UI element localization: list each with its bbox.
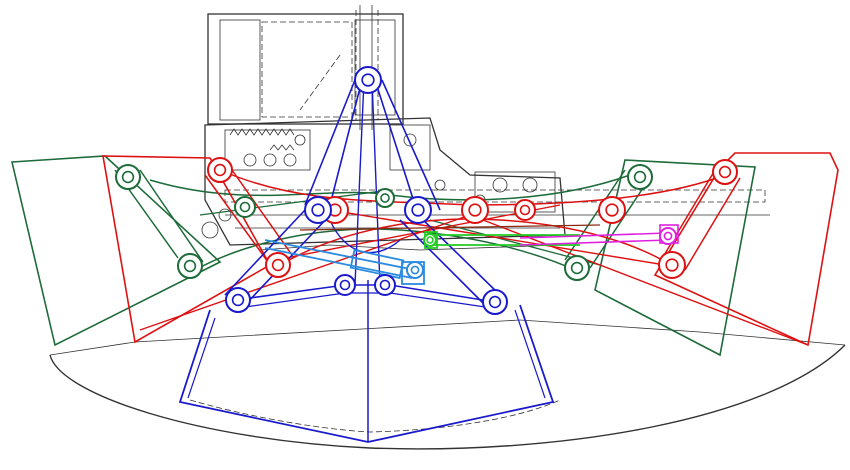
pivot-joint-icon <box>225 287 251 313</box>
brown-link <box>299 224 601 231</box>
pivot-joint-icon <box>461 196 489 224</box>
light-blue-bar <box>264 239 416 279</box>
pivot-joint-icon <box>627 164 653 190</box>
pivot-joint-icon <box>404 196 432 224</box>
red-right-panel <box>653 152 839 347</box>
pivot-joint-icon <box>375 188 395 208</box>
pivot-joint-icon <box>406 261 424 279</box>
bright-green-bar <box>430 234 580 246</box>
tower-inner-dashed <box>261 21 353 118</box>
green-arc-bottom <box>194 228 576 271</box>
pivot-joint-icon <box>564 255 590 281</box>
hull-top-line <box>49 319 846 356</box>
pivot-joint-icon <box>265 252 291 278</box>
red-cross-2 <box>329 209 666 266</box>
red-cross-4 <box>469 214 809 346</box>
pivot-joint-icon <box>712 159 738 185</box>
blue-center-link-right <box>374 79 441 211</box>
pivot-joint-icon <box>658 251 686 279</box>
pivot-joint-icon <box>354 66 382 94</box>
tower-outer <box>207 13 404 125</box>
red-arc-lower <box>279 218 671 266</box>
pivot-joint-icon <box>304 196 332 224</box>
blue-top-plate-2 <box>237 292 493 309</box>
brown-bar <box>299 224 601 231</box>
base-frame <box>49 5 846 450</box>
red-left-arm <box>204 169 293 263</box>
pivot-joint-icon <box>423 233 437 247</box>
gearbox-small-circles <box>201 133 538 239</box>
pivot-joint-icon <box>234 196 256 218</box>
pivot-joint-icon <box>374 274 396 296</box>
tower-inner-right <box>354 19 396 116</box>
gearbox-block-2 <box>389 124 431 171</box>
blue-bucket-inner <box>187 309 546 399</box>
tower-inner-left <box>219 19 261 121</box>
bright-green-link <box>424 231 580 249</box>
pivot-joint-icon <box>334 274 356 296</box>
blue-bucket <box>178 304 555 443</box>
pivot-joint-icon <box>177 253 203 279</box>
tower-diagonal <box>299 54 341 111</box>
blue-top-plate <box>234 284 496 303</box>
pivot-joint-icon <box>115 164 141 190</box>
gearbox-teeth <box>229 128 295 151</box>
pivot-joint-icon <box>598 196 626 224</box>
hull-inner-dashed <box>189 399 561 433</box>
gearbox-block-1 <box>224 129 311 171</box>
hull-outline <box>49 344 846 450</box>
pivot-joint-icon <box>482 289 508 315</box>
pivot-joint-icon <box>514 199 536 221</box>
gearbox-housing <box>204 117 566 246</box>
pivot-joint-icon <box>207 157 233 183</box>
pivot-joint-icon <box>659 227 677 245</box>
blue-center-link-left <box>304 79 363 206</box>
magenta-bar <box>519 232 669 246</box>
pivot-joints <box>115 66 738 315</box>
gearbox-rail <box>224 189 766 203</box>
green-left-panel <box>11 155 222 347</box>
